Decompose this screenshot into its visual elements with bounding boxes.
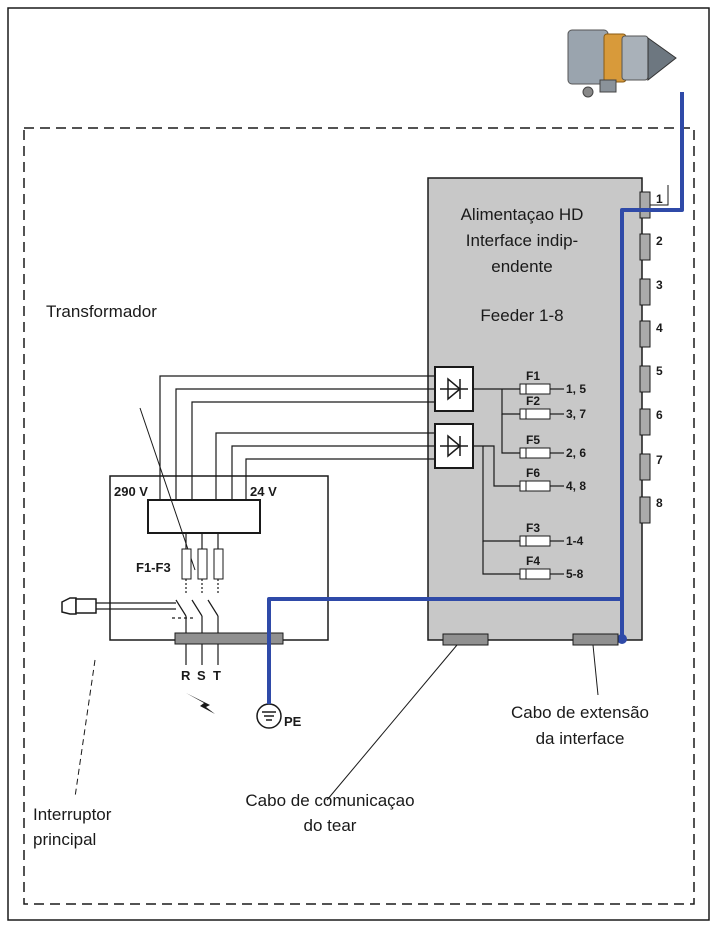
transformer-core [147,499,261,534]
connector-strip [639,191,651,524]
feeder-device-icon [567,29,677,98]
transformer-pointer [139,407,196,571]
fuse-f3-feeders: 1-4 [566,534,584,548]
supply-box-line-3: endente [491,257,552,276]
connector-label-1: 1 [656,192,663,206]
fuse-f5 [519,447,564,459]
extension-cable-pointer [592,644,599,696]
phase-t: T [213,668,221,683]
fuse-f3 [519,535,564,547]
fuse-wiring [473,388,520,575]
transformer-label: Transformador [46,302,157,321]
connector-5 [639,365,651,393]
extension-port [572,633,619,646]
machine-enclosure [23,127,695,905]
secondary-voltage-label: 24 V [250,484,277,499]
loom-cable-pointer [326,644,458,801]
connector-label-2: 2 [656,234,663,248]
connector-1 [639,191,651,219]
lightning-icon [186,693,215,714]
rectifier-2-icon [434,423,474,469]
main-switch-line-1: Interruptor [33,805,112,824]
fuse-f1-feeders: 1, 5 [566,382,586,396]
ground-icon [256,703,282,729]
fuse-f2-id: F2 [526,394,540,408]
main-switch-pointer [74,659,96,798]
fuse-f2-feeders: 3, 7 [566,407,586,421]
primary-fuses [181,548,224,594]
connector-label-3: 3 [656,278,663,292]
fuse-f2 [519,408,564,420]
phase-s: S [197,668,206,683]
connector-7 [639,453,651,481]
supply-box-line-2: Interface indip- [466,231,578,250]
extension-cable-line-1: Cabo de extensão [511,703,649,722]
connector-label-5: 5 [656,364,663,378]
primary-fuse-label: F1-F3 [136,560,171,575]
fuse-f4 [519,568,564,580]
supply-box-line-1: Alimentaçao HD [461,205,584,224]
mains-plug-icon [61,597,97,615]
fuse-f5-feeders: 2, 6 [566,446,586,460]
rectifier-1-icon [434,366,474,412]
connector-label-7: 7 [656,453,663,467]
fuse-f6 [519,480,564,492]
fuse-f4-feeders: 5-8 [566,567,584,581]
transformer-wiring [159,375,435,549]
connector-label-8: 8 [656,496,663,510]
cable-junction-dot [617,634,627,644]
fuse-f5-id: F5 [526,433,540,447]
connector-3 [639,278,651,306]
connector-1-lead [650,185,669,206]
feeder-range-label: Feeder 1-8 [480,306,563,325]
terminal-bar [174,632,284,645]
connector-label-6: 6 [656,408,663,422]
fuse-f4-id: F4 [526,554,540,568]
phase-r: R [181,668,191,683]
fuse-f3-id: F3 [526,521,540,535]
loom-cable-line-1: Cabo de comunicaçao [245,791,414,810]
fuse-f1 [519,383,564,395]
fuse-f1-id: F1 [526,369,540,383]
connector-2 [639,233,651,261]
main-switch-line-2: principal [33,830,96,849]
connector-6 [639,408,651,436]
connector-4 [639,320,651,348]
extension-cable-line-2: da interface [536,729,625,748]
fuse-f6-feeders: 4, 8 [566,479,586,493]
blue-cable [267,92,684,704]
page-frame [7,7,710,921]
loom-comm-port [442,633,489,646]
connector-8 [639,496,651,524]
ground-label: PE [284,714,302,729]
connector-label-4: 4 [656,321,663,335]
loom-cable-line-2: do tear [304,816,357,835]
fuse-f6-id: F6 [526,466,540,480]
primary-voltage-label: 290 V [114,484,148,499]
